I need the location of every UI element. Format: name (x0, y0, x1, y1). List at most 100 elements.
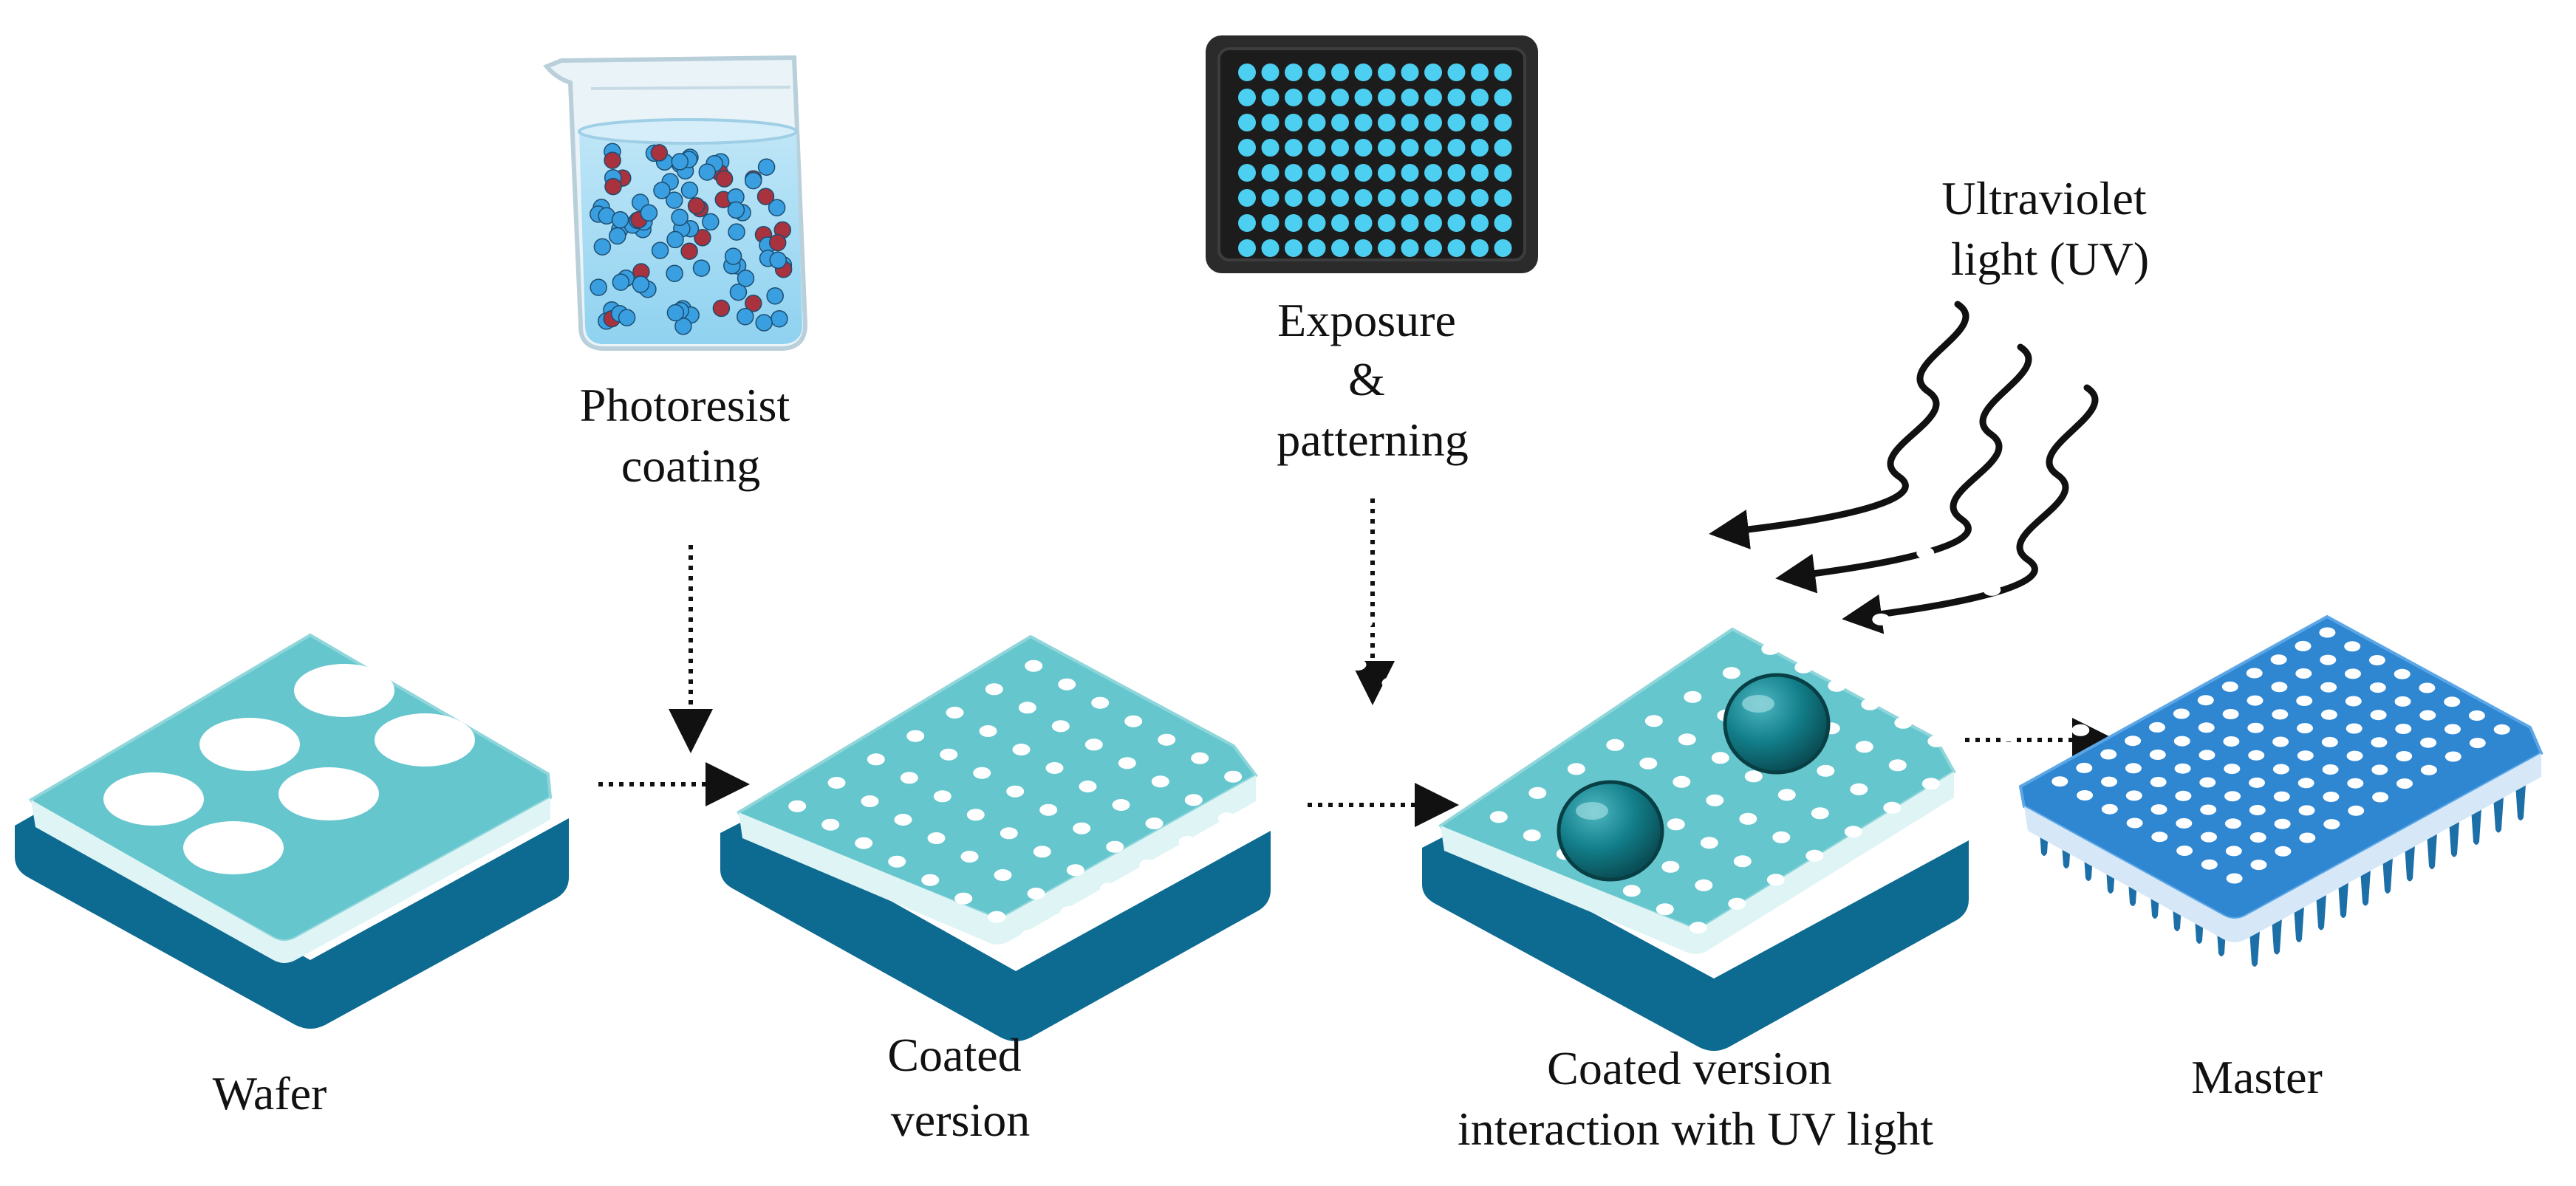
uv-well (1877, 844, 1896, 857)
mask-well (1401, 189, 1419, 207)
mask-well (1261, 114, 1280, 131)
mask-well (1238, 189, 1256, 207)
mask-well (1261, 239, 1280, 257)
mask-well (1401, 89, 1419, 106)
mask-well (1308, 189, 1326, 207)
master-pillar (2360, 869, 2371, 906)
mask-well (1424, 189, 1442, 207)
coated-well (1130, 673, 1149, 685)
mask-well (1261, 89, 1280, 106)
uv-well (1899, 674, 1918, 687)
mask-well (1378, 164, 1395, 182)
particle (727, 201, 745, 219)
mask-well (1494, 64, 1512, 81)
master-well (2270, 654, 2287, 665)
coated-well (900, 772, 918, 784)
uv-well (1489, 811, 1508, 823)
uv-well (1866, 656, 1885, 668)
particle (737, 307, 754, 326)
master-well (2444, 696, 2461, 707)
label-coated: Coated version (887, 1029, 1033, 1146)
master-well (2201, 859, 2218, 870)
particle (766, 287, 784, 305)
master-mold-icon (2018, 614, 2543, 967)
uv-well (1639, 757, 1658, 769)
master-well (2199, 777, 2216, 788)
mask-well (1424, 139, 1442, 157)
master-well (2320, 682, 2337, 693)
coated-well (988, 911, 1006, 923)
mask-well (1447, 239, 1466, 257)
master-well (2368, 655, 2385, 665)
coated-well (1197, 710, 1215, 722)
coated-well (1421, 654, 1439, 666)
master-well (2126, 817, 2143, 829)
coated-well (1184, 794, 1203, 806)
mask-well (1471, 114, 1489, 131)
coated-well (979, 725, 997, 737)
master-well (2369, 682, 2386, 693)
master-well (2222, 709, 2239, 719)
uv-well (1800, 619, 1818, 631)
particle (698, 163, 717, 181)
master-well (2275, 846, 2292, 857)
coated-well (1025, 659, 1043, 672)
coated-well (1254, 561, 1273, 574)
master-pillars (2039, 784, 2526, 967)
particle (771, 309, 788, 328)
uv-well (2116, 657, 2134, 670)
uv-well (1894, 716, 1913, 729)
uv-well (1728, 897, 1746, 910)
particle (757, 158, 776, 176)
mask-well (1447, 89, 1466, 106)
coated-well (1091, 696, 1110, 709)
mask-well (1378, 64, 1395, 81)
master-well (2272, 709, 2289, 720)
coated-well (1158, 733, 1176, 746)
mask-well (1238, 114, 1256, 131)
uv-well (1977, 626, 1995, 639)
particle (694, 229, 711, 247)
coated-well (1288, 580, 1306, 592)
coated-well (1376, 719, 1394, 731)
mask-well (1285, 114, 1302, 131)
master-well (2469, 738, 2486, 749)
master-well (2272, 764, 2289, 775)
coated-well (940, 748, 958, 761)
master-well (2347, 778, 2364, 789)
particle (729, 283, 748, 301)
mask-well (1331, 89, 1349, 106)
mask-well (1424, 239, 1442, 257)
coated-well (1164, 692, 1182, 704)
coated-well (1321, 598, 1339, 611)
master-well (2101, 776, 2117, 787)
mask-well (1401, 164, 1419, 182)
master-well (2468, 710, 2485, 721)
coated-well (1209, 626, 1228, 639)
uv-well (1994, 772, 2012, 784)
coated-well (906, 730, 925, 742)
master-well (2419, 682, 2436, 693)
mask-well (1447, 164, 1466, 182)
coated-well (933, 790, 952, 803)
uv-well (1695, 879, 1713, 891)
coated-well (954, 892, 973, 905)
beaker-icon (543, 55, 808, 351)
coated-well (966, 809, 985, 821)
master-well (2271, 682, 2288, 693)
master-well (2198, 722, 2215, 733)
master-well (2224, 764, 2241, 775)
mask-well (1447, 114, 1466, 131)
uv-well (1938, 650, 1957, 662)
mask-well (1471, 64, 1489, 81)
coated-well (1124, 715, 1143, 727)
label-wafer: Wafer (213, 1067, 327, 1120)
mask-well (1378, 89, 1395, 106)
master-well (2248, 750, 2265, 761)
mask-well (1331, 139, 1349, 157)
particle (745, 295, 762, 312)
label-exposure: Exposure & patterning (1277, 294, 1468, 466)
master-well (2371, 764, 2388, 775)
uv-well (1944, 608, 1962, 620)
